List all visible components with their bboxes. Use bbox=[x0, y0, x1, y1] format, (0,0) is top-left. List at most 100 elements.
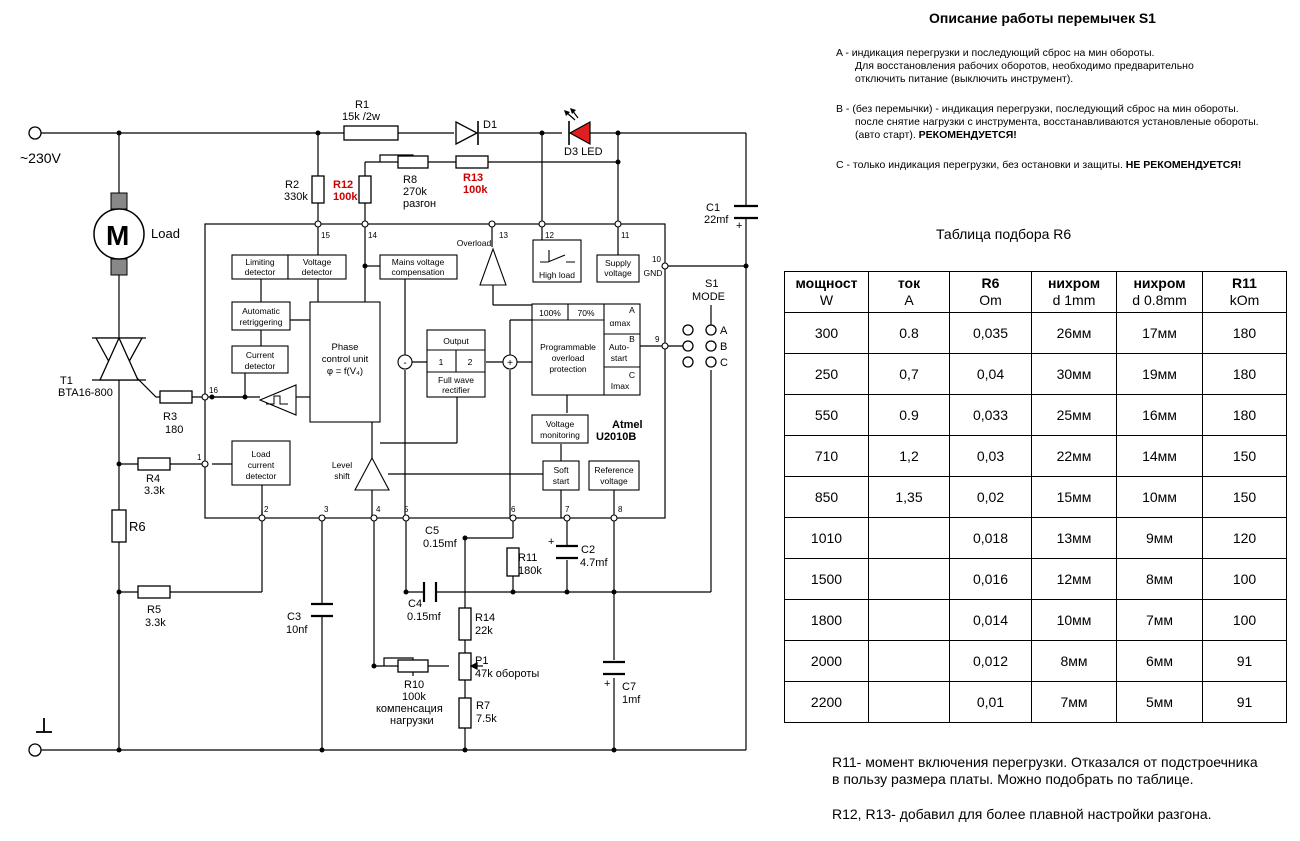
r1-label: R1 bbox=[355, 99, 369, 111]
table-cell: 91 bbox=[1202, 681, 1287, 723]
pin-12: 12 bbox=[545, 231, 554, 240]
c5-value: 0.15mf bbox=[423, 538, 458, 550]
r2-body bbox=[311, 175, 325, 204]
r7-body bbox=[458, 697, 472, 729]
p1-value: 47k обороты bbox=[475, 668, 539, 680]
led-d3 bbox=[564, 108, 591, 146]
c2-label: C2 bbox=[581, 544, 595, 556]
note-b-line2: после снятие нагрузки с инструмента, вос… bbox=[855, 116, 1259, 128]
mains-text2: compensation bbox=[392, 267, 445, 277]
r11-value: 180k bbox=[518, 565, 542, 577]
notes-title: Описание работы перемычек S1 bbox=[929, 10, 1156, 26]
c7-value: 1mf bbox=[622, 694, 641, 706]
autoretrig-text2: retriggering bbox=[240, 317, 283, 327]
mode-switch-s1[interactable] bbox=[682, 324, 717, 368]
r1-value: 15k /2w bbox=[342, 111, 380, 123]
soft-text2: start bbox=[553, 476, 570, 486]
table-cell: 0,033 bbox=[949, 394, 1032, 436]
load-text1: Load bbox=[252, 449, 271, 459]
note-a: A - индикация перегрузки и последующий с… bbox=[836, 47, 1296, 86]
c1-plus: + bbox=[736, 220, 742, 232]
highload-text: High load bbox=[539, 270, 575, 280]
table-cell: 100 bbox=[1202, 599, 1287, 641]
r14-body bbox=[458, 607, 472, 641]
r10-note1: компенсация bbox=[376, 703, 443, 715]
table-cell: 2200 bbox=[784, 681, 869, 723]
table-cell: 1010 bbox=[784, 517, 869, 559]
c5-label: C5 bbox=[425, 525, 439, 537]
table-cell: 91 bbox=[1202, 640, 1287, 682]
r14-label: R14 bbox=[475, 612, 495, 624]
phase-control-block bbox=[309, 301, 381, 423]
table-cell: 180 bbox=[1202, 394, 1287, 436]
junction-dots bbox=[116, 130, 749, 753]
pin-14: 14 bbox=[368, 231, 377, 240]
ref-text1: Reference bbox=[594, 465, 633, 475]
table-cell: 0,7 bbox=[868, 353, 950, 395]
pin-7: 7 bbox=[565, 505, 570, 514]
limiting-text2: detector bbox=[245, 267, 276, 277]
prog-text1: Programmable bbox=[540, 342, 596, 352]
plus-sign: + bbox=[507, 358, 513, 369]
supply-text1: Supply bbox=[605, 258, 632, 268]
c7-label: C7 bbox=[622, 681, 636, 693]
wires bbox=[41, 132, 747, 751]
r6-label: R6 bbox=[129, 519, 146, 534]
pin-10: 10 bbox=[652, 255, 661, 264]
r4-value: 3.3k bbox=[144, 485, 165, 497]
table-cell: 17мм bbox=[1116, 312, 1203, 354]
pin-4: 4 bbox=[376, 505, 381, 514]
blk-c-text: C bbox=[629, 370, 635, 380]
note-b: B - (без перемычки) - индикация перегруз… bbox=[836, 103, 1296, 142]
table-cell: 5мм bbox=[1116, 681, 1203, 723]
s1-pos-c: C bbox=[720, 357, 728, 369]
table-cell: 150 bbox=[1202, 435, 1287, 477]
soft-text1: Soft bbox=[553, 465, 569, 475]
level-shift-amp bbox=[354, 456, 390, 491]
pin-8: 8 bbox=[618, 505, 623, 514]
table-cell: 0,04 bbox=[949, 353, 1032, 395]
table-cell: 19мм bbox=[1116, 353, 1203, 395]
s1-pos-b: B bbox=[720, 341, 727, 353]
table-cell: 300 bbox=[784, 312, 869, 354]
limiting-text1: Limiting bbox=[245, 257, 275, 267]
pin-11: 11 bbox=[621, 231, 630, 240]
p1-body bbox=[458, 652, 472, 681]
vmon-text1: Voltage bbox=[546, 419, 575, 429]
prog-text2: overload bbox=[552, 353, 585, 363]
table-cell: 100 bbox=[1202, 558, 1287, 600]
r13-body bbox=[455, 155, 489, 169]
table-cell: 8мм bbox=[1031, 640, 1117, 682]
table-cell bbox=[868, 517, 950, 559]
protection-block bbox=[531, 303, 641, 396]
table-cell: 0,014 bbox=[949, 599, 1032, 641]
plus-node bbox=[502, 354, 518, 370]
autoretrig-text1: Automatic bbox=[242, 306, 281, 316]
r8-label: R8 bbox=[403, 174, 417, 186]
rect-text1: Full wave bbox=[438, 375, 474, 385]
c1-value: 22mf bbox=[704, 214, 729, 226]
table-cell: 1,35 bbox=[868, 476, 950, 518]
s1-pos-a: A bbox=[720, 325, 728, 337]
table-cell: 1500 bbox=[784, 558, 869, 600]
out2-text: 2 bbox=[468, 357, 473, 367]
table-cell: 0,035 bbox=[949, 312, 1032, 354]
phase-text2: control unit bbox=[322, 354, 369, 365]
p1-label: P1 bbox=[475, 655, 488, 667]
r2-label: R2 bbox=[285, 179, 299, 191]
voltage-detector-block bbox=[287, 254, 347, 280]
load-text3: detector bbox=[246, 471, 277, 481]
table-cell bbox=[868, 640, 950, 682]
pin-6: 6 bbox=[511, 505, 516, 514]
table-cell: 1800 bbox=[784, 599, 869, 641]
rect-text2: rectifier bbox=[442, 385, 470, 395]
note-a-line3: отключить питание (выключить инструмент)… bbox=[855, 73, 1074, 85]
